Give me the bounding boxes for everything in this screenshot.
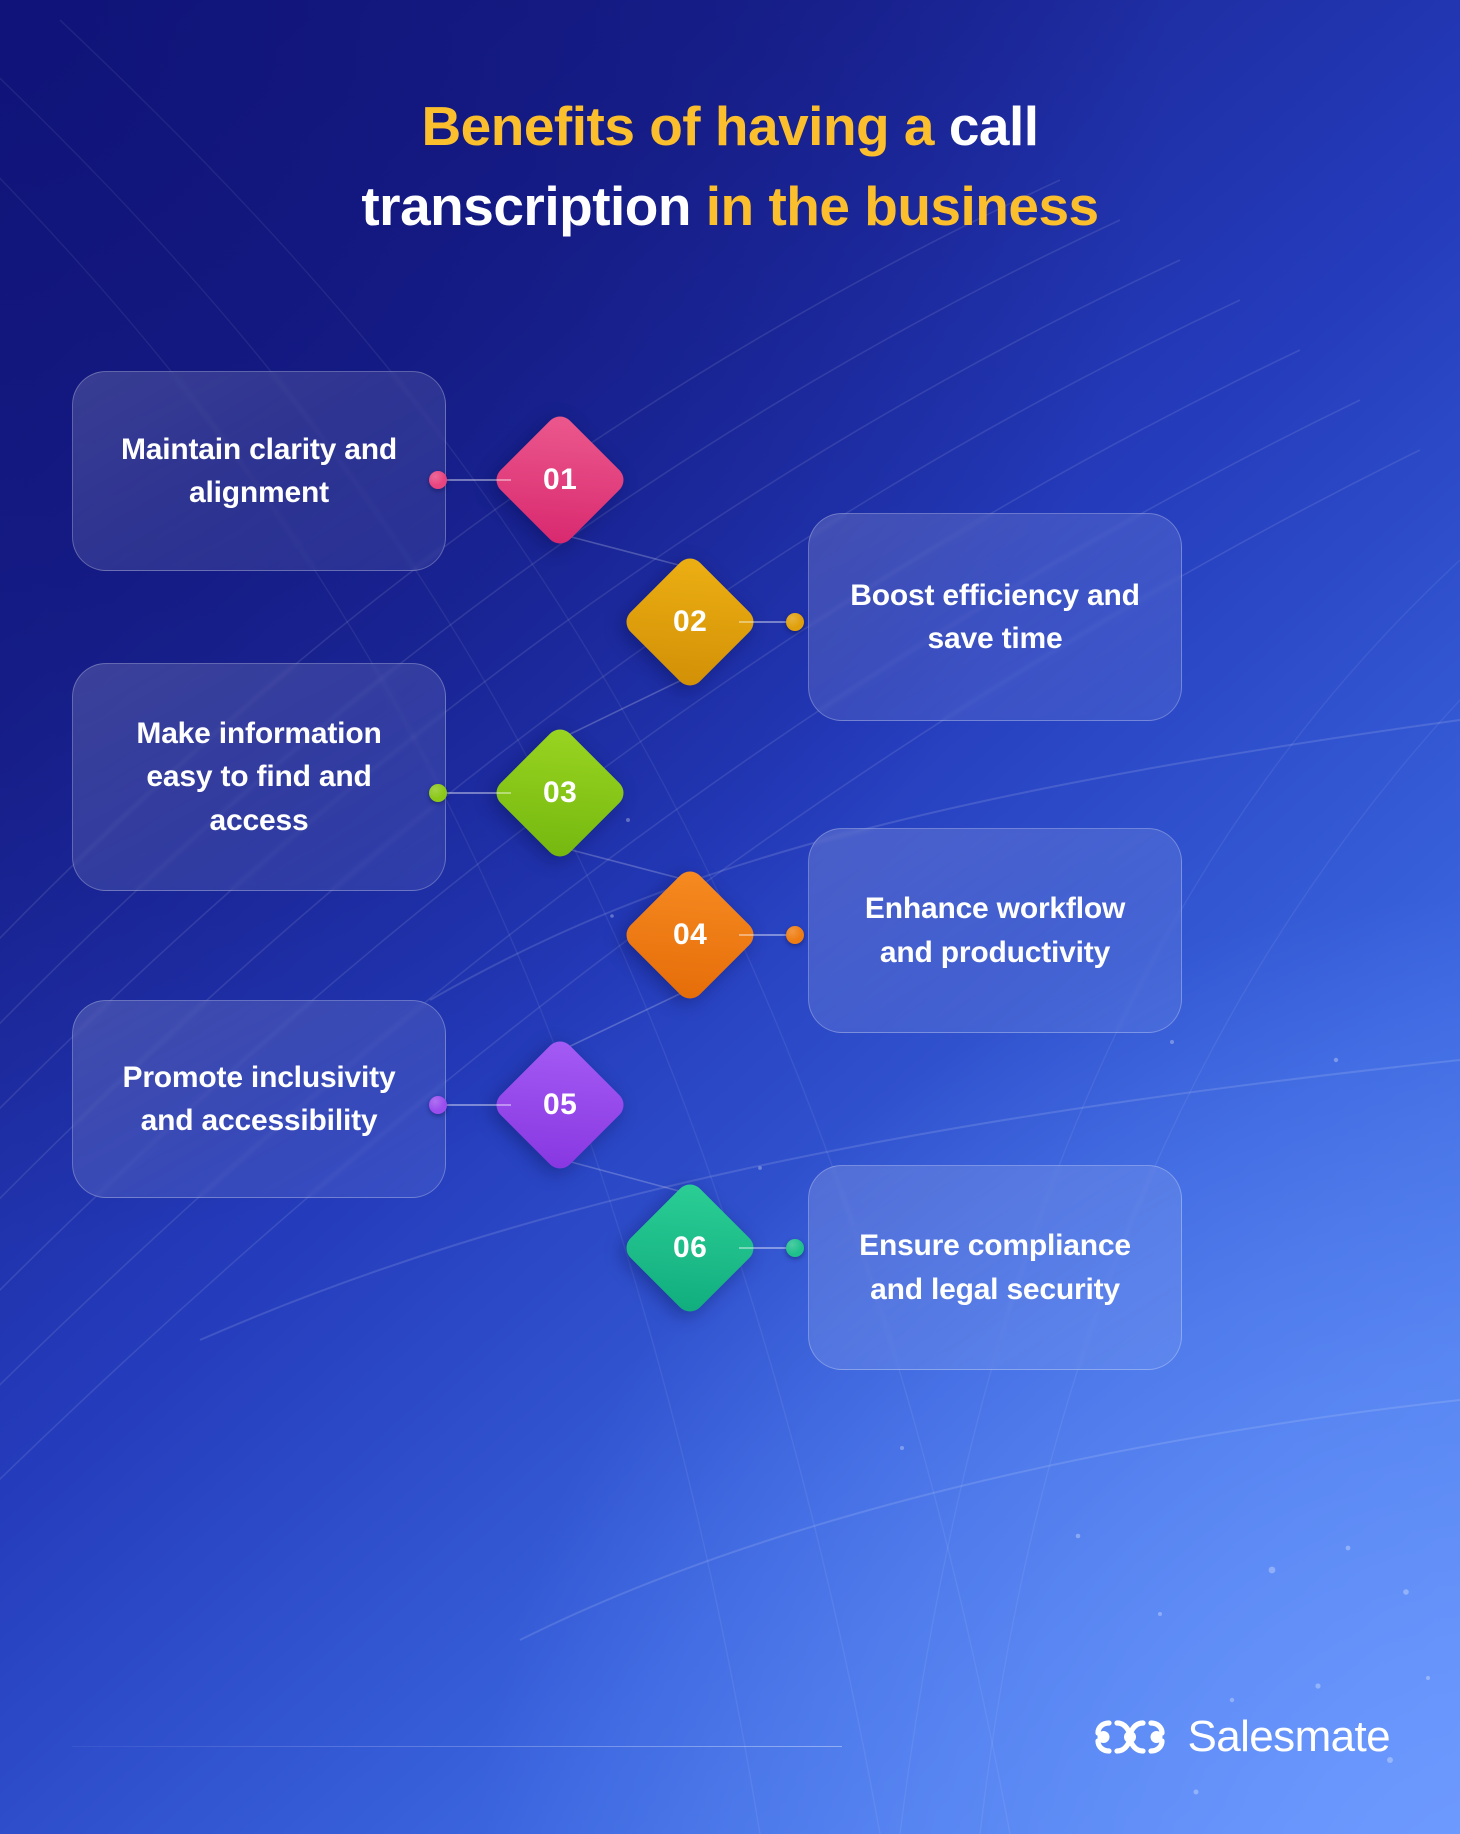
benefit-card-label: Make information easy to find and access	[136, 717, 382, 837]
connector-dot	[786, 1239, 804, 1257]
benefit-card-label: Enhance workflow and productivity	[864, 892, 1126, 969]
connector-dot	[429, 1096, 447, 1114]
connector-line	[739, 621, 795, 623]
benefit-card-label: Boost efficiency and save time	[850, 578, 1140, 655]
connector-line	[739, 934, 795, 936]
step-number: 03	[542, 776, 578, 809]
benefit-card-04[interactable]: Enhance workflow and productivity	[808, 828, 1182, 1033]
connector-dot	[429, 471, 447, 489]
step-number: 02	[672, 605, 708, 638]
brand-logo: Salesmate	[1092, 1712, 1391, 1762]
benefit-card-02[interactable]: Boost efficiency and save time	[808, 513, 1182, 721]
step-badge-01[interactable]: 01	[490, 410, 630, 550]
connector-line	[438, 792, 511, 794]
step-number: 04	[672, 918, 708, 951]
footer-divider	[72, 1746, 842, 1747]
benefit-card-06[interactable]: Ensure compliance and legal security	[808, 1165, 1182, 1370]
step-number: 05	[542, 1088, 578, 1121]
step-number: 01	[542, 463, 578, 496]
brand-name: Salesmate	[1187, 1712, 1391, 1761]
benefit-card-label: Ensure compliance and legal security	[859, 1229, 1131, 1306]
title-segment-1: Benefits of having a	[421, 95, 949, 157]
salesmate-link-icon	[1094, 1720, 1165, 1754]
connector-line	[739, 1247, 795, 1249]
benefit-card-03[interactable]: Make information easy to find and access	[72, 663, 446, 891]
benefit-card-05[interactable]: Promote inclusivity and accessibility	[72, 1000, 446, 1198]
step-number: 06	[672, 1231, 708, 1264]
title-segment-2: call	[948, 95, 1039, 157]
connector-line	[438, 479, 511, 481]
benefit-card-label: Promote inclusivity and accessibility	[122, 1060, 396, 1137]
step-badge-03[interactable]: 03	[490, 723, 630, 863]
connector-dot	[786, 613, 804, 631]
title-segment-3: transcription	[361, 175, 691, 238]
benefit-card-label: Maintain clarity and alignment	[120, 432, 398, 509]
connector-line	[438, 1104, 511, 1106]
title-segment-4: in the business	[691, 175, 1099, 238]
benefit-card-01[interactable]: Maintain clarity and alignment	[72, 371, 446, 571]
connector-dot	[429, 784, 447, 802]
page-title: Benefits of having a call transcription …	[0, 86, 1460, 247]
step-badge-05[interactable]: 05	[490, 1035, 630, 1175]
connector-dot	[786, 926, 804, 944]
